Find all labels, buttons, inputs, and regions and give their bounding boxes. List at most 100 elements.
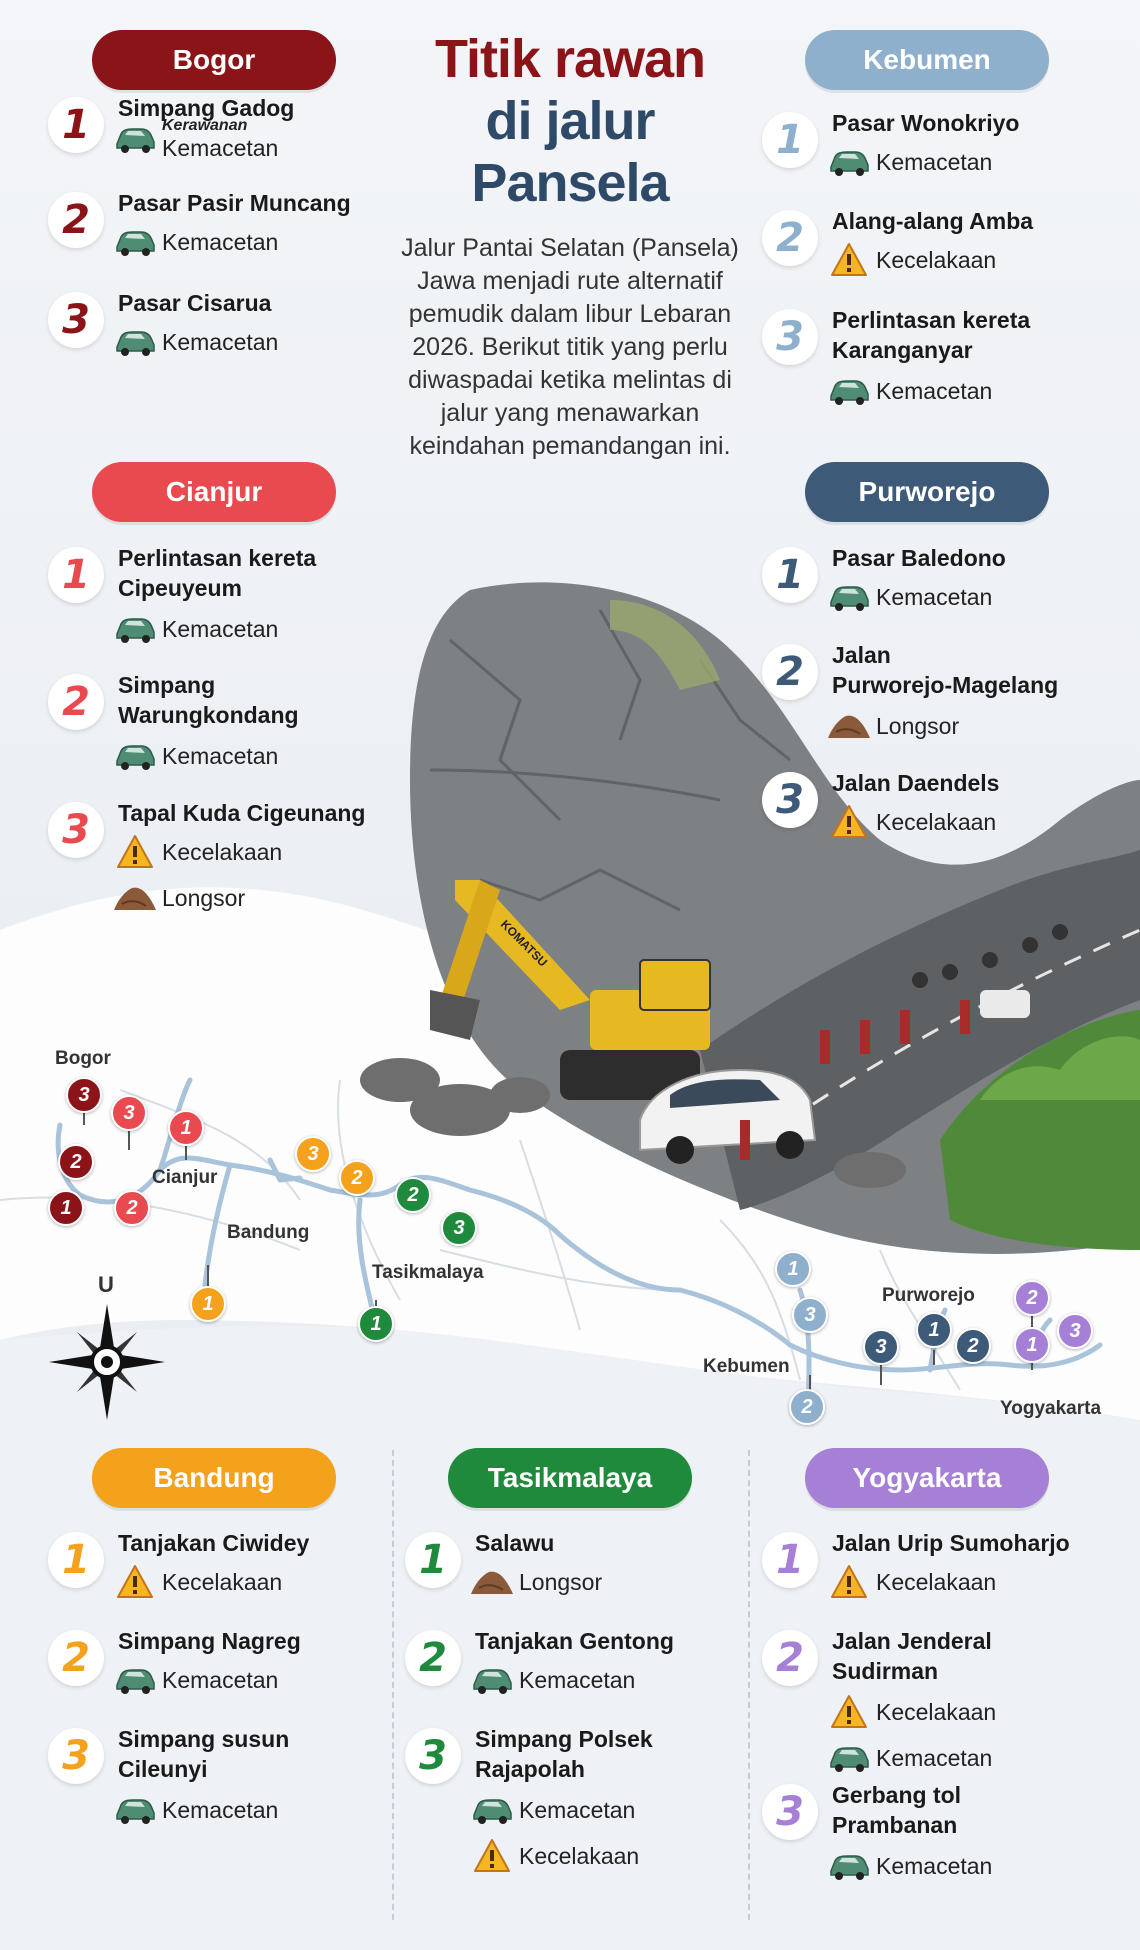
risk-tag-kemacetan: Kemacetan xyxy=(112,736,278,776)
map-pin-kebumen-2[interactable]: 2 xyxy=(789,1389,825,1425)
map-pin-purworejo-2[interactable]: 2 xyxy=(955,1328,991,1364)
risk-label: Kemacetan xyxy=(162,742,279,769)
risk-label: Kemacetan xyxy=(519,1796,636,1823)
map-pin-bandung-3[interactable]: 3 xyxy=(295,1136,331,1172)
risk-label: Longsor xyxy=(162,884,246,911)
map-label-kebumen: Kebumen xyxy=(703,1356,790,1377)
item-number-badge: 2 xyxy=(762,210,818,266)
map-pin-cianjur-2[interactable]: 2 xyxy=(114,1190,150,1226)
item-number-badge: 1 xyxy=(48,97,104,153)
risk-label: Kecelakaan xyxy=(876,1568,997,1595)
item-number-badge: 1 xyxy=(48,547,104,603)
title-line-3: Pansela xyxy=(471,153,669,213)
intro-text: Jalur Pantai Selatan (Pansela) Jawa menj… xyxy=(401,234,739,460)
risk-tag-kemacetan: Kemacetan xyxy=(112,1790,278,1830)
item-number-badge: 1 xyxy=(48,1532,104,1588)
region-header-tasikmalaya: Tasikmalaya xyxy=(448,1448,692,1508)
item-number-badge: 3 xyxy=(48,802,104,858)
item-number-badge: 2 xyxy=(48,192,104,248)
region-header-kebumen: Kebumen xyxy=(805,30,1049,90)
item-number-badge: 3 xyxy=(762,309,818,365)
car-icon xyxy=(826,1740,872,1776)
map-pin-cianjur-1[interactable]: 1 xyxy=(168,1110,204,1146)
map-pin-bandung-1[interactable]: 1 xyxy=(190,1286,226,1322)
item-name: Salawu xyxy=(475,1530,555,1556)
java-landmass xyxy=(0,887,1140,1420)
item-name: Jalan Daendels xyxy=(832,770,1000,796)
compass-rose xyxy=(49,1304,165,1420)
item-number-badge: 2 xyxy=(405,1630,461,1686)
risk-tag-kemacetan: Kemacetan xyxy=(469,1660,635,1700)
region-header-purworejo: Purworejo xyxy=(805,462,1049,522)
region-header-yogyakarta: Yogyakarta xyxy=(805,1448,1049,1508)
excavator-illustration: KOMATSU xyxy=(430,880,711,1100)
map-pin-bogor-2[interactable]: 2 xyxy=(58,1144,94,1180)
car-icon xyxy=(112,738,158,774)
item-name: Jalan Urip Sumoharjo xyxy=(832,1530,1070,1556)
map-pin-cianjur-3[interactable]: 3 xyxy=(111,1095,147,1131)
car-icon xyxy=(469,1792,515,1828)
risk-tag-longsor: Longsor xyxy=(112,878,245,918)
risk-tag-longsor: Longsor xyxy=(469,1562,602,1602)
map-pin-tasikmalaya-3[interactable]: 3 xyxy=(441,1210,477,1246)
risk-tag-kecelakaan: Kecelakaan xyxy=(112,832,282,872)
map-pin-kebumen-1[interactable]: 1 xyxy=(775,1251,811,1287)
map-pin-yogyakarta-1[interactable]: 1 xyxy=(1014,1327,1050,1363)
map-pin-tasikmalaya-2[interactable]: 2 xyxy=(395,1177,431,1213)
map-pin-purworejo-1[interactable]: 1 xyxy=(916,1312,952,1348)
risk-tag-kecelakaan: Kecelakaan xyxy=(112,1562,282,1602)
risk-label: Kecelakaan xyxy=(876,808,997,835)
risk-label: Kemacetan xyxy=(876,1744,993,1771)
car-icon xyxy=(112,224,158,260)
item-number-badge: 1 xyxy=(762,1532,818,1588)
item-name: Pasar Wonokriyo xyxy=(832,110,1020,136)
risk-label: Kemacetan xyxy=(162,1796,279,1823)
warning-icon xyxy=(826,1564,872,1600)
risk-tag-kecelakaan: Kecelakaan xyxy=(826,240,996,280)
risk-tag-kecelakaan: Kecelakaan xyxy=(826,802,996,842)
map-label-tasikmalaya: Tasikmalaya xyxy=(372,1262,484,1283)
map-pin-purworejo-3[interactable]: 3 xyxy=(863,1329,899,1365)
risk-tag-kecelakaan: Kecelakaan xyxy=(826,1562,996,1602)
region-header-bandung: Bandung xyxy=(92,1448,336,1508)
risk-label: Kecelakaan xyxy=(162,1568,283,1595)
risk-label: Kecelakaan xyxy=(519,1842,640,1869)
map-pin-bandung-2[interactable]: 2 xyxy=(339,1160,375,1196)
map-pin-yogyakarta-2[interactable]: 2 xyxy=(1014,1280,1050,1316)
map-pin-yogyakarta-3[interactable]: 3 xyxy=(1057,1313,1093,1349)
map-pin-tasikmalaya-1[interactable]: 1 xyxy=(358,1306,394,1342)
map-label-cianjur: Cianjur xyxy=(152,1167,218,1188)
car-illustration xyxy=(639,1068,817,1164)
risk-label: Kemacetan xyxy=(519,1666,636,1693)
item-name: Pasar Pasir Muncang xyxy=(118,190,351,216)
map-label-bandung: Bandung xyxy=(227,1222,310,1243)
risk-label: Kecelakaan xyxy=(876,1698,997,1725)
map-pin-kebumen-3[interactable]: 3 xyxy=(792,1297,828,1333)
car-icon xyxy=(112,324,158,360)
risk-label: Kemacetan xyxy=(162,228,279,255)
item-number-badge: 3 xyxy=(48,1728,104,1784)
map-pin-bogor-1[interactable]: 1 xyxy=(48,1190,84,1226)
page-title: Titik rawan di jalur Pansela xyxy=(410,28,730,214)
item-number-badge: 3 xyxy=(405,1728,461,1784)
region-header-bogor: Bogor xyxy=(92,30,336,90)
warning-icon xyxy=(826,1694,872,1730)
car-icon xyxy=(469,1662,515,1698)
map-pin-bogor-3[interactable]: 3 xyxy=(66,1077,102,1113)
risk-label: Kecelakaan xyxy=(876,246,997,273)
landslide-icon xyxy=(112,880,158,916)
map-label-bogor: Bogor xyxy=(55,1048,111,1069)
car-icon xyxy=(826,144,872,180)
